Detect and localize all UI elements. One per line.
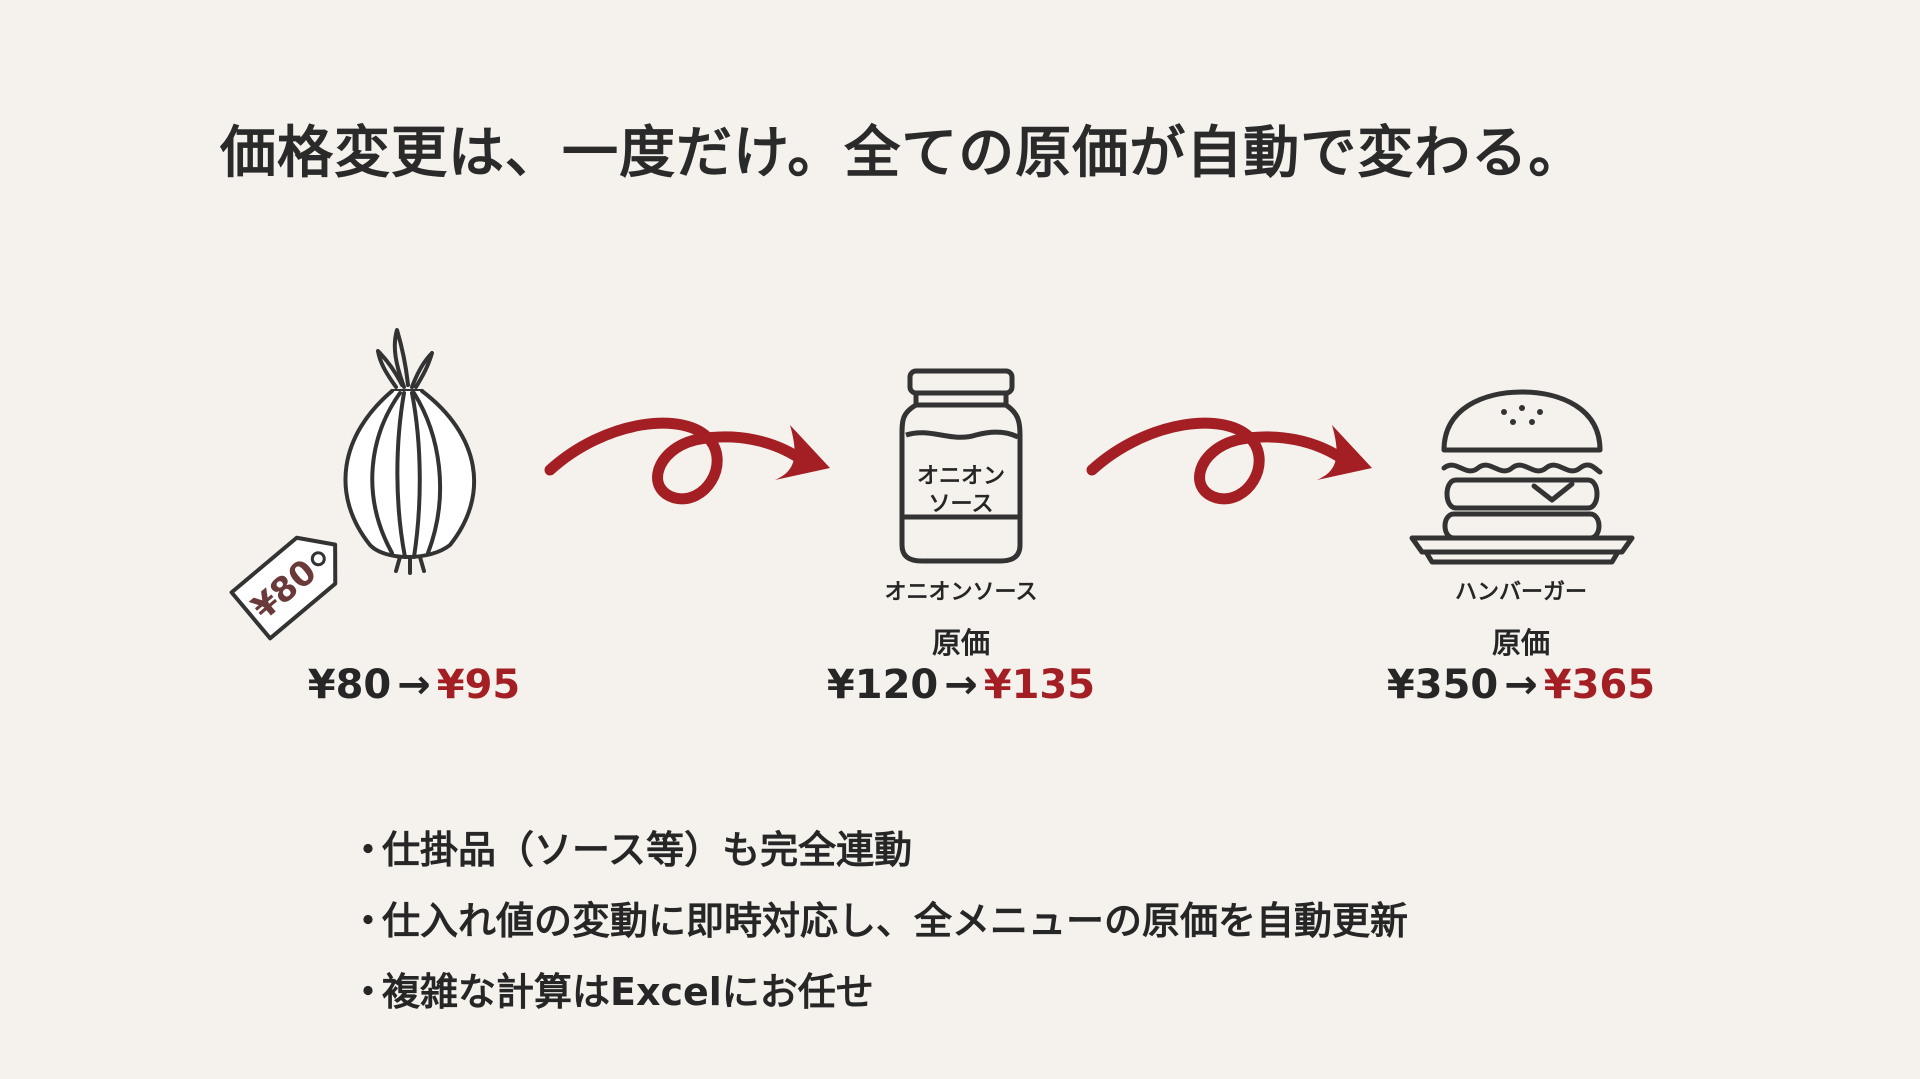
price-tag-icon: ¥80: [229, 535, 338, 641]
list-item: ・仕入れ値の変動に即時対応し、全メニューの原価を自動更新: [349, 886, 1408, 957]
ingredient-price: ¥80→¥95: [308, 662, 521, 708]
bullet-text: 複雑な計算はExcelにお任せ: [382, 970, 874, 1014]
new-price: ¥365: [1543, 662, 1656, 708]
list-item: ・複雑な計算はExcelにお任せ: [349, 957, 1408, 1028]
new-price: ¥95: [436, 662, 521, 708]
bullet-marker: ・: [349, 899, 388, 943]
bullet-marker: ・: [349, 828, 388, 872]
jar-icon: [899, 368, 1023, 564]
feature-list: ・仕掛品（ソース等）も完全連動 ・仕入れ値の変動に即時対応し、全メニューの原価を…: [349, 815, 1408, 1028]
burger-price: ¥350→¥365: [1387, 662, 1655, 708]
bullet-text: 仕掛品（ソース等）も完全連動: [382, 828, 913, 872]
cost-label: 原価: [1491, 626, 1551, 660]
arrow-glyph: →: [944, 662, 978, 708]
jar-label: オニオン ソース: [917, 463, 1005, 519]
curly-arrow-icon: [1086, 417, 1372, 505]
old-price: ¥80: [307, 662, 392, 708]
arrow-glyph: →: [1504, 662, 1538, 708]
item-name: オニオンソース: [884, 580, 1038, 605]
bullet-marker: ・: [349, 970, 388, 1014]
bullet-text: 仕入れ値の変動に即時対応し、全メニューの原価を自動更新: [382, 899, 1409, 943]
old-price: ¥350: [1386, 662, 1499, 708]
burger-icon: [1409, 389, 1635, 565]
list-item: ・仕掛品（ソース等）も完全連動: [349, 815, 1408, 886]
jar-label-line1: オニオン: [916, 464, 1006, 489]
curly-arrow-icon: [544, 417, 830, 505]
arrow-glyph: →: [397, 662, 431, 708]
item-name: ハンバーガー: [1454, 580, 1588, 605]
page-title: 価格変更は、一度だけ。全ての原価が自動で変わる。: [220, 121, 1586, 186]
onion-icon: [343, 328, 477, 575]
new-price: ¥135: [983, 662, 1096, 708]
sauce-price: ¥120→¥135: [827, 662, 1095, 708]
jar-label-line2: ソース: [928, 492, 994, 517]
old-price: ¥120: [826, 662, 939, 708]
cost-label: 原価: [931, 626, 991, 660]
